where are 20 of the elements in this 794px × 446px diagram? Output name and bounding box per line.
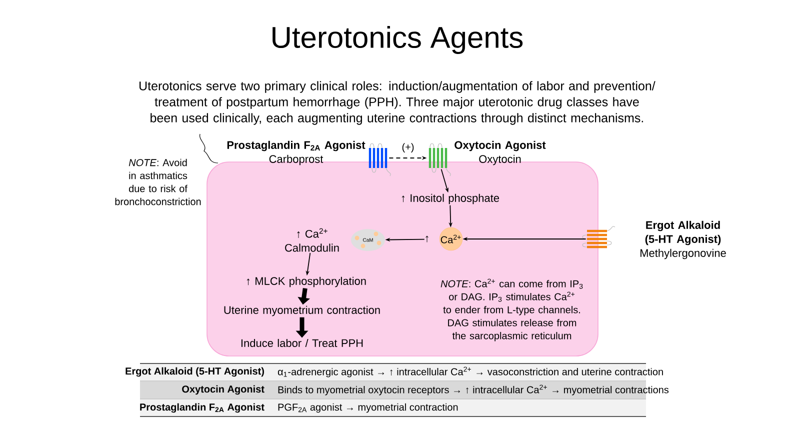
table-row: Prostaglandin F$_{2A}$ Agonist PGF$_{2A}$ agonist → myometrial contraction	[140, 400, 646, 416]
drug-label: Prostaglandin F$_{2A}$ Agonist Carboprost	[227, 140, 366, 166]
note-text: NOTE: Ca$^{2+}$ can come from IP$_{3}$ or DAG. IP$_{3}$ stimulates Ca$^{2+}$ to ender from L-type channels. DAG stimulates release from the sarcoplasmic reticulum	[440, 278, 583, 342]
step-text: Uterine myometrium contraction	[224, 306, 380, 316]
table-row: Oxytocin Agonist Binds to myometrial oxytocin receptors → ↑ intracellular Ca$^{2+}$ → myometrial contractions	[140, 382, 669, 398]
step-text: ↑ Ca$^{2+}$ Calmodulin	[285, 228, 339, 252]
title: Uterotonics Agents	[272, 26, 523, 54]
edge-label: (+)	[402, 143, 414, 152]
drug-label: Oxytocin Agonist Oxytocin	[454, 140, 546, 166]
drug-label: Ergot Alkaloid (5-HT Agonist) Methylergonovine	[640, 220, 726, 260]
receptor-icon	[368, 143, 391, 176]
step-text: ↑ Inositol phosphate	[402, 194, 500, 204]
table-row: Ergot Alkaloid (5-HT Agonist) α$_{1}$-adrenergic agonist → ↑ intracellular Ca$^{2+}$ → vasoconstriction and uterine contraction	[126, 364, 663, 380]
receptor-icon	[428, 143, 451, 176]
receptor-icon	[582, 226, 616, 248]
step-text: Induce labor / Treat PPH	[241, 338, 363, 348]
step-text: ↑ MLCK phosphorylation	[246, 276, 366, 288]
note-text: NOTE: Avoid in asthmatics due to risk of bronchoconstriction	[115, 158, 201, 206]
intro-text: Uterotonics serve two primary clinical roles: induction/augmentation of labor and prevention/ treatment of postpartum hemorrhage (PPH). Three major uterotonic drug classes have been used clinically, each augmenting uterine contractions through distinct mechanisms.	[140, 81, 656, 125]
up-arrow-text: ↑	[426, 236, 428, 242]
